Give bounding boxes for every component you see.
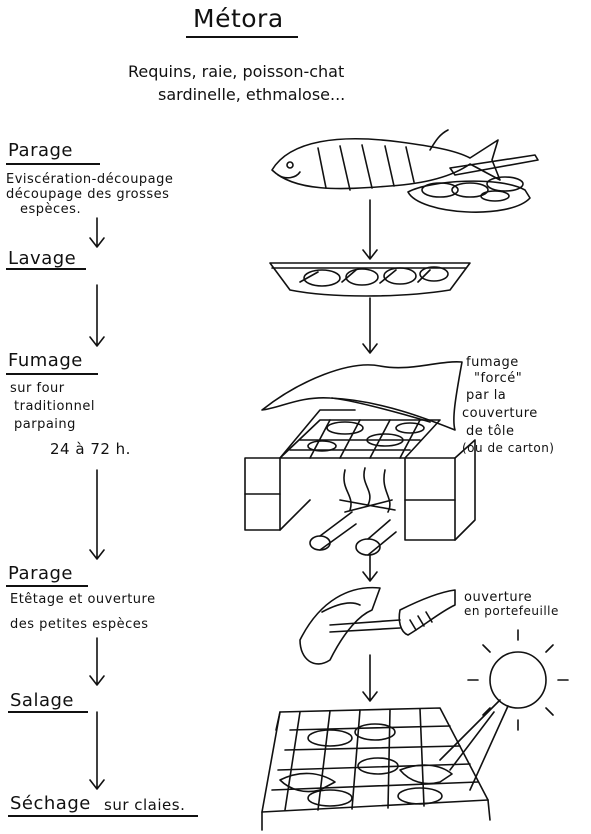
note-fumage-5: de tôle bbox=[466, 424, 515, 439]
step-fumage-desc-2: traditionnel bbox=[14, 399, 96, 414]
left-arrows bbox=[89, 217, 105, 790]
step-sechage-underline bbox=[8, 815, 198, 817]
step-lavage-underline bbox=[6, 268, 86, 270]
hands-cutting-icon bbox=[299, 586, 456, 665]
step-salage-label: Salage bbox=[10, 690, 74, 711]
washing-tray-icon bbox=[269, 262, 471, 297]
step-fumage-desc-1: sur four bbox=[10, 381, 65, 396]
step-parage2-desc-2: des petites espèces bbox=[10, 617, 149, 632]
step-parage2-desc-1: Etêtage et ouverture bbox=[10, 592, 156, 607]
step-salage-underline bbox=[8, 711, 88, 713]
step-fumage-label: Fumage bbox=[8, 350, 83, 371]
note-ouverture-2: en portefeuille bbox=[464, 604, 559, 618]
note-fumage-2: "forcé" bbox=[474, 371, 523, 386]
species-line-1: Requins, raie, poisson-chat bbox=[128, 62, 345, 81]
sun-icon bbox=[439, 629, 569, 791]
step-parage2-label: Parage bbox=[8, 563, 74, 584]
step-parage2-underline bbox=[6, 585, 88, 587]
note-fumage-3: par la bbox=[466, 388, 507, 403]
step-parage-label: Parage bbox=[8, 140, 74, 161]
note-fumage-6: (ou de carton) bbox=[462, 441, 555, 455]
step-parage-desc-3: espèces. bbox=[20, 202, 82, 217]
step-fumage-desc-4: 24 à 72 h. bbox=[50, 440, 131, 458]
right-arrows bbox=[362, 199, 378, 702]
step-fumage-underline bbox=[6, 373, 98, 375]
fish-icon bbox=[271, 129, 501, 191]
step-sechage-label: Séchage bbox=[10, 793, 91, 814]
step-lavage-label: Lavage bbox=[8, 248, 77, 269]
step-parage-underline bbox=[6, 163, 100, 165]
note-fumage-4: couverture bbox=[462, 406, 538, 421]
plate-icon bbox=[407, 176, 531, 213]
step-fumage-desc-3: parpaing bbox=[14, 417, 76, 432]
page-title: Métora bbox=[193, 4, 284, 33]
drying-rack-icon bbox=[261, 707, 491, 831]
species-line-2: sardinelle, ethmalose... bbox=[158, 85, 346, 104]
step-parage-desc-1: Eviscération-découpage bbox=[6, 172, 174, 187]
note-fumage-1: fumage bbox=[466, 355, 519, 370]
step-parage-desc-2: découpage des grosses bbox=[6, 187, 170, 202]
knife-icon bbox=[449, 154, 539, 176]
note-ouverture-1: ouverture bbox=[464, 590, 533, 605]
smoking-oven-icon bbox=[244, 360, 476, 556]
step-sechage-desc: sur claies. bbox=[104, 796, 186, 814]
title-underline bbox=[186, 36, 298, 38]
